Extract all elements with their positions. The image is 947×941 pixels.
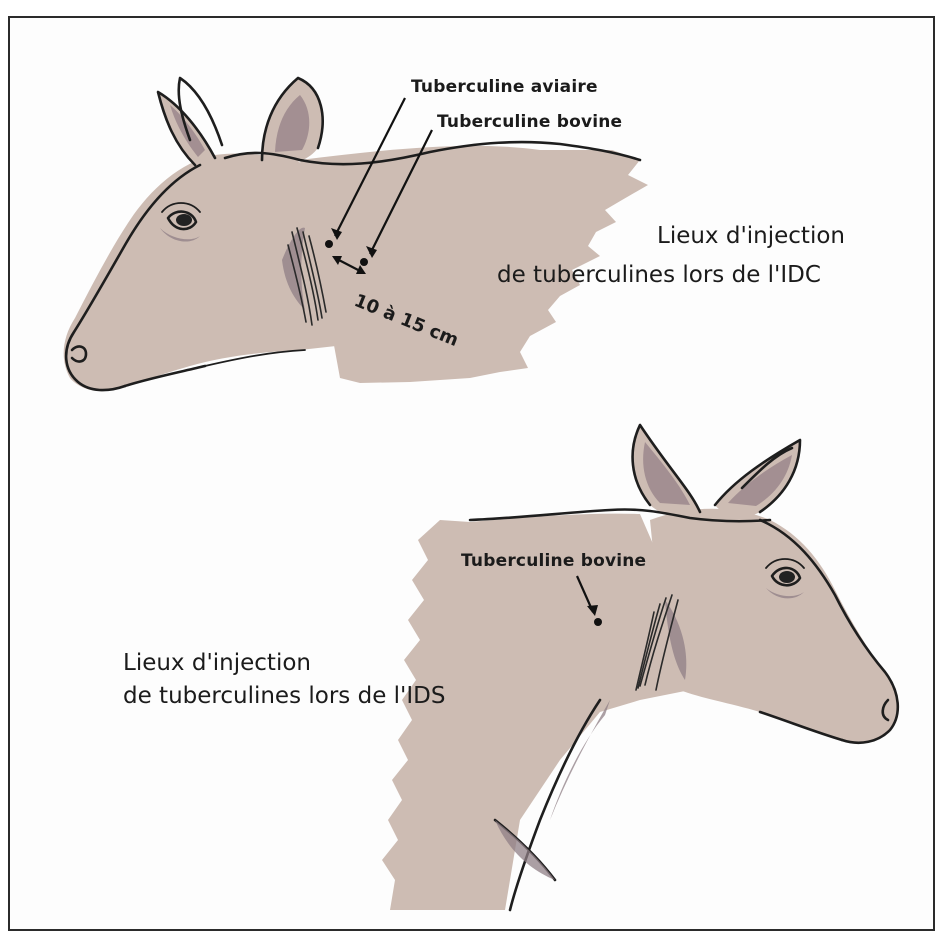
top-label-bovine: Tuberculine bovine <box>437 112 622 132</box>
top-bovine-injection-dot <box>360 258 368 266</box>
bottom-bovine-injection-dot <box>594 618 602 626</box>
bottom-caption-line2: de tuberculines lors de l'IDS <box>123 683 445 709</box>
top-caption-line1: Lieux d'injection <box>657 223 845 249</box>
top-avian-injection-dot <box>325 240 333 248</box>
top-caption-line2: de tuberculines lors de l'IDC <box>497 262 821 288</box>
bottom-cow-neck <box>382 514 690 910</box>
bottom-cow <box>382 425 898 910</box>
top-label-avian: Tuberculine aviaire <box>411 77 598 97</box>
bottom-label-bovine: Tuberculine bovine <box>461 551 646 571</box>
bottom-cow-head <box>650 509 898 743</box>
bottom-caption-line1: Lieux d'injection <box>123 650 311 676</box>
